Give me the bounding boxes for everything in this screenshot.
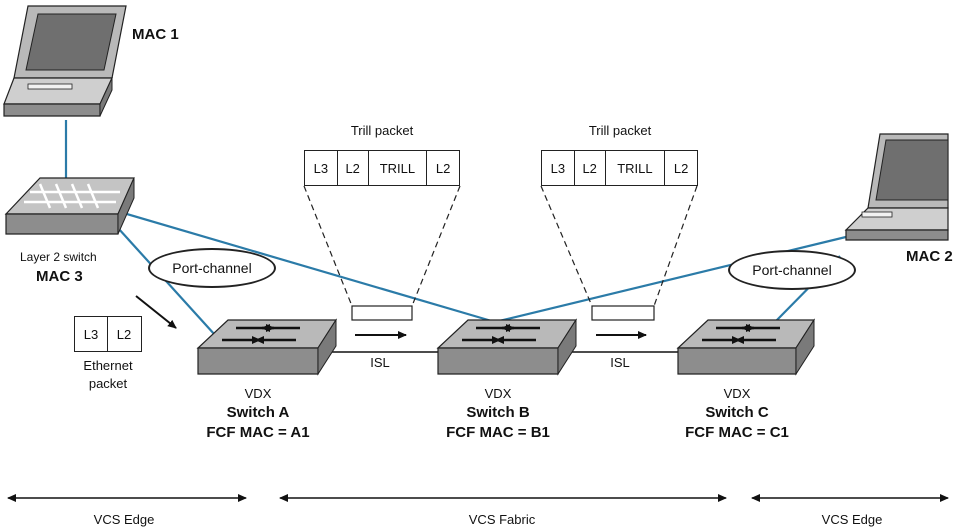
switch-a-fcf: FCF MAC = A1 (206, 424, 310, 441)
range-label-edge-right: VCS Edge (821, 512, 883, 527)
range-label-edge-left: VCS Edge (93, 512, 155, 527)
mac3-label: MAC 3 (36, 268, 83, 285)
ethernet-packet: L3 L2 (74, 316, 142, 352)
port-channel-left-label: Port-channel (172, 260, 252, 276)
switch-a-name: Switch A (226, 404, 290, 421)
ethernet-cell-l2: L2 (116, 326, 132, 342)
trill-cell-l2-outer: L2 (673, 160, 689, 176)
trill-cell-l2-outer: L2 (435, 160, 451, 176)
trill-cell-l2: L2 (338, 151, 369, 185)
trill-packet-title-right: Trill packet (588, 123, 652, 138)
layer2-switch-icon (4, 177, 135, 235)
ethernet-label-line1: Ethernet (83, 358, 133, 373)
switch-b-type: VDX (484, 386, 512, 401)
trill-packet-title-left: Trill packet (350, 123, 414, 138)
switch-c-fcf: FCF MAC = C1 (685, 424, 789, 441)
switch-c-name: Switch C (705, 404, 769, 421)
trill-cell-trill: TRILL (606, 151, 666, 185)
switch-b-fcf: FCF MAC = B1 (446, 424, 550, 441)
isl-label-a-b: ISL (370, 355, 390, 370)
switch-c-icon (676, 318, 816, 376)
layer2-switch-label: Layer 2 switch (20, 250, 97, 264)
port-channel-right-label: Port-channel (752, 262, 832, 278)
isl-frame-b-c (591, 305, 655, 321)
trill-projection (303, 185, 698, 307)
mac1-computer-icon (3, 5, 127, 117)
switch-a-type: VDX (244, 386, 272, 401)
switch-c-type: VDX (723, 386, 751, 401)
isl-frame-a-b (351, 305, 413, 321)
port-channel-right: Port-channel (728, 250, 856, 290)
mac2-computer-icon (844, 133, 949, 241)
link-l2switch-to-switch-b (119, 210, 496, 324)
port-channel-left: Port-channel (148, 248, 276, 288)
ethernet-label-line2: packet (88, 376, 128, 391)
isl-label-b-c: ISL (610, 355, 630, 370)
trill-packet-right: L3 L2 TRILL L2 (541, 150, 698, 186)
trill-cell-l2: L2 (575, 151, 606, 185)
ingress-arrow (135, 295, 177, 329)
switch-a-icon (196, 318, 338, 376)
trill-packet-left: L3 L2 TRILL L2 (304, 150, 460, 186)
trill-cell-trill: TRILL (369, 151, 428, 185)
mac2-label: MAC 2 (906, 248, 953, 265)
switch-b-icon (436, 318, 578, 376)
ethernet-cell-l3: L3 (75, 317, 108, 351)
switch-b-name: Switch B (466, 404, 530, 421)
mac1-label: MAC 1 (132, 26, 179, 43)
range-label-fabric: VCS Fabric (468, 512, 536, 527)
trill-cell-l3: L3 (542, 151, 575, 185)
trill-cell-l3: L3 (305, 151, 338, 185)
